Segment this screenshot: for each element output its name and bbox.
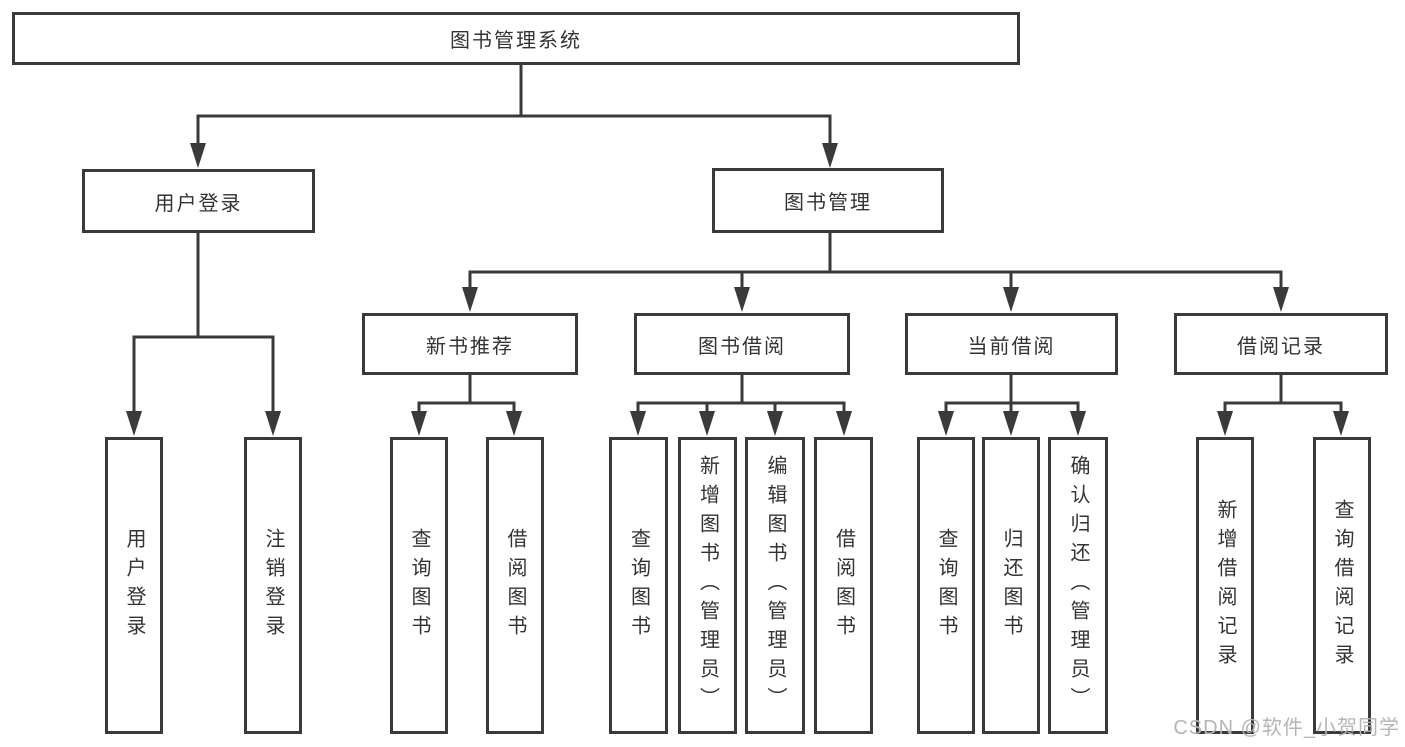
node-new-book-recommendation: 新书推荐 bbox=[362, 313, 578, 375]
node-borrowing-records: 借阅记录 bbox=[1174, 313, 1388, 375]
leaf-add-borrow-record-label: 新增借阅记录 bbox=[1214, 498, 1236, 673]
leaf-confirm-return-admin: 确认归还（管理员） bbox=[1048, 437, 1108, 734]
leaf-add-borrow-record: 新增借阅记录 bbox=[1196, 437, 1254, 734]
leaf-query-books-borrowing-label: 查询图书 bbox=[627, 527, 650, 644]
leaf-add-books-admin: 新增图书（管理员） bbox=[678, 437, 737, 734]
node-book-borrowing-label: 图书借阅 bbox=[698, 335, 786, 358]
leaf-logout-label: 注销登录 bbox=[262, 527, 284, 644]
leaf-borrow-books-borrowing-label: 借阅图书 bbox=[832, 527, 855, 644]
leaf-edit-books-admin-label: 编辑图书（管理员） bbox=[764, 455, 786, 716]
node-current-borrowing: 当前借阅 bbox=[905, 313, 1118, 375]
leaf-query-books-borrowing: 查询图书 bbox=[609, 437, 668, 734]
leaf-user-login: 用户登录 bbox=[105, 437, 163, 734]
leaf-query-borrow-record-label: 查询借阅记录 bbox=[1331, 498, 1353, 673]
leaf-confirm-return-admin-label: 确认归还（管理员） bbox=[1067, 455, 1089, 716]
leaf-logout: 注销登录 bbox=[244, 437, 302, 734]
leaf-query-books-newrec-label: 查询图书 bbox=[408, 527, 430, 644]
node-user-login-branch-label: 用户登录 bbox=[154, 192, 243, 215]
leaf-borrow-books-newrec: 借阅图书 bbox=[486, 437, 544, 734]
leaf-query-books-current: 查询图书 bbox=[917, 437, 975, 734]
node-book-borrowing: 图书借阅 bbox=[634, 313, 850, 375]
node-book-management-label: 图书管理 bbox=[784, 192, 872, 214]
leaf-query-books-current-label: 查询图书 bbox=[935, 527, 957, 644]
node-library-management-system: 图书管理系统 bbox=[12, 12, 1020, 65]
node-current-borrowing-label: 当前借阅 bbox=[967, 335, 1056, 358]
leaf-borrow-books-borrowing: 借阅图书 bbox=[814, 437, 873, 734]
node-book-management: 图书管理 bbox=[712, 168, 944, 233]
csdn-watermark: CSDN @软件_小贺同学 bbox=[1173, 717, 1400, 739]
node-library-management-system-label: 图书管理系统 bbox=[450, 30, 582, 52]
leaf-return-books-label: 归还图书 bbox=[1000, 527, 1022, 644]
leaf-query-books-newrec: 查询图书 bbox=[390, 437, 448, 734]
leaf-return-books: 归还图书 bbox=[982, 437, 1040, 734]
node-user-login-branch: 用户登录 bbox=[82, 169, 315, 233]
node-new-book-recommendation-label: 新书推荐 bbox=[426, 335, 514, 358]
leaf-query-borrow-record: 查询借阅记录 bbox=[1313, 437, 1371, 734]
node-borrowing-records-label: 借阅记录 bbox=[1237, 335, 1325, 358]
leaf-user-login-label: 用户登录 bbox=[123, 527, 145, 644]
leaf-add-books-admin-label: 新增图书（管理员） bbox=[696, 455, 719, 716]
leaf-edit-books-admin: 编辑图书（管理员） bbox=[745, 437, 805, 734]
leaf-borrow-books-newrec-label: 借阅图书 bbox=[504, 527, 526, 644]
